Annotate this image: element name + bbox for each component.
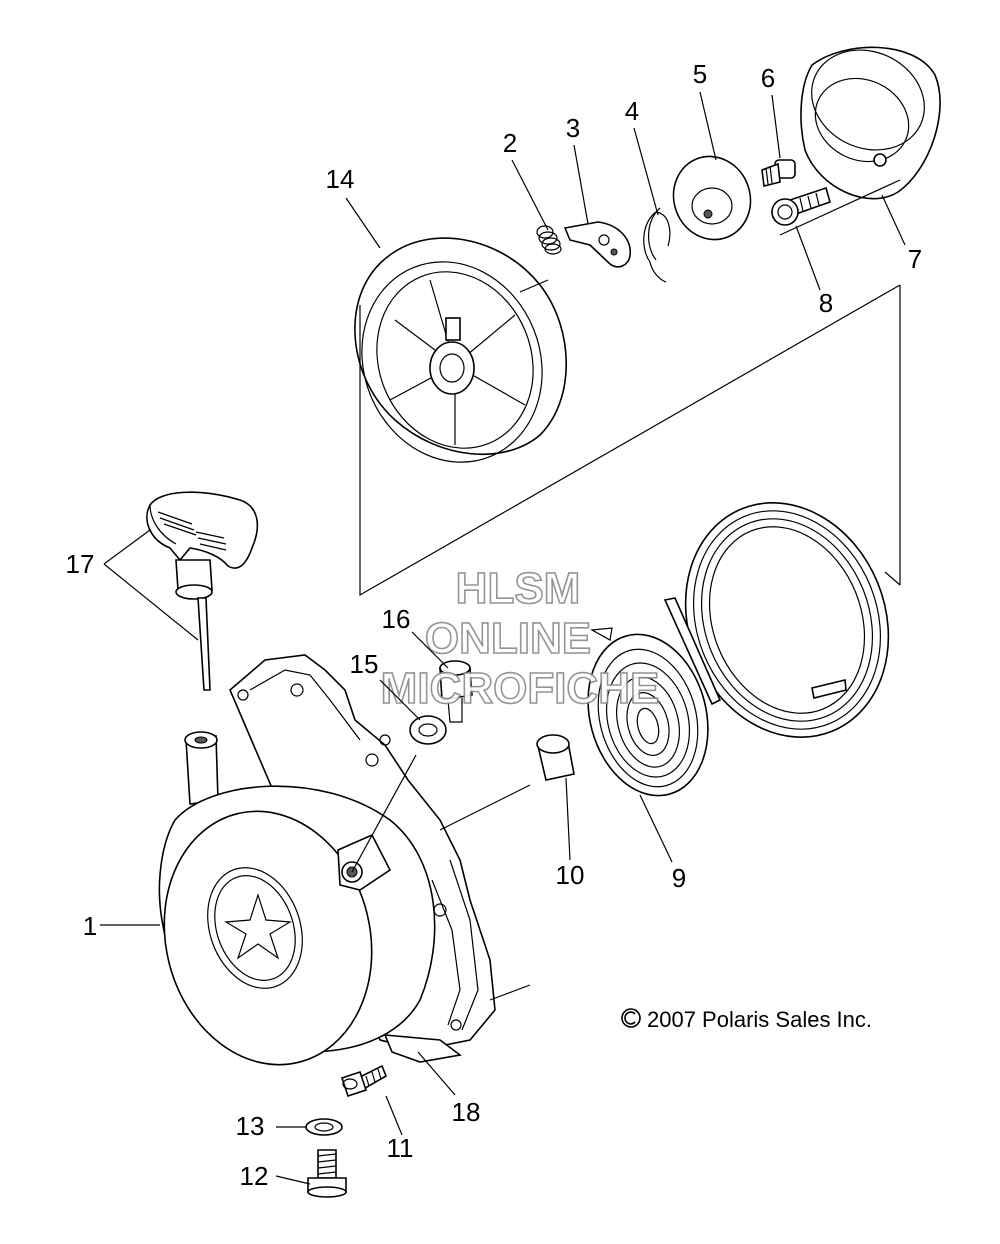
part-17-starter-handle	[146, 491, 259, 691]
callout-4: 4	[625, 96, 639, 126]
callout-17: 17	[66, 549, 95, 579]
svg-text:ONLINE: ONLINE	[425, 614, 591, 663]
part-4-clip	[643, 207, 671, 283]
part-8-flange-bolt	[771, 186, 831, 226]
callout-5: 5	[693, 59, 707, 89]
callouts: 1 2 3 4 5 6 7 8 9 10 11 12 13 14 15 16 1…	[66, 59, 923, 1191]
part-9-recoil-spring	[587, 627, 709, 797]
part-13-washer	[305, 1118, 343, 1136]
part-5-friction-plate	[672, 155, 752, 241]
part-16-plug	[439, 660, 473, 723]
copyright-text: 2007 Polaris Sales Inc.	[647, 1007, 872, 1032]
callout-12: 12	[240, 1161, 269, 1191]
part-14-pulley-reel	[354, 237, 568, 463]
callout-1: 1	[83, 911, 97, 941]
watermark: HLSM ONLINE MICROFICHE	[380, 563, 660, 714]
callout-13: 13	[236, 1111, 265, 1141]
callout-7: 7	[908, 244, 922, 274]
callout-16: 16	[382, 604, 411, 634]
part-11-bolt	[340, 1064, 387, 1098]
part-7-cover-cup	[800, 46, 941, 200]
callout-18: 18	[452, 1097, 481, 1127]
copyright-notice: 2007 Polaris Sales Inc.	[621, 1007, 872, 1032]
svg-text:MICROFICHE: MICROFICHE	[381, 664, 660, 713]
callout-9: 9	[672, 863, 686, 893]
part-2-spring	[536, 225, 562, 255]
callout-8: 8	[819, 288, 833, 318]
callout-3: 3	[566, 113, 580, 143]
rope-coil	[663, 502, 890, 738]
callout-2: 2	[503, 128, 517, 158]
copyright-symbol-c	[624, 1011, 636, 1025]
part-12-bolt	[307, 1149, 347, 1198]
callout-11: 11	[387, 1133, 414, 1163]
svg-text:HLSM: HLSM	[456, 564, 581, 613]
part-3-ratchet-pawl	[563, 221, 631, 268]
part-15-washer	[409, 715, 447, 745]
callout-14: 14	[326, 164, 355, 194]
copyright-symbol-icon	[621, 1008, 641, 1028]
callout-15: 15	[350, 649, 379, 679]
part-6-bolt	[761, 159, 796, 187]
callout-6: 6	[761, 63, 775, 93]
part-1-recoil-housing	[158, 654, 496, 1066]
part-10-bushing	[536, 734, 575, 781]
assembly-bracket-lines	[359, 179, 901, 1001]
callout-10: 10	[556, 860, 585, 890]
leader-lines	[100, 91, 906, 1185]
